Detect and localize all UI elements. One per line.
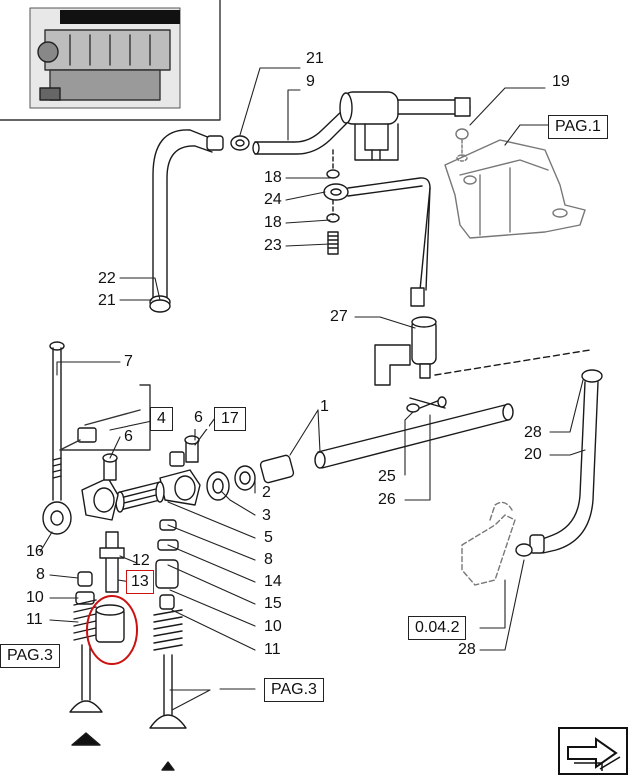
spring-centre [115,481,165,513]
part-label-21: 21 [306,50,324,67]
part-label-25: 25 [378,468,396,485]
ref-link-0042[interactable]: 0.04.2 [408,616,467,640]
leak-off-hose [149,129,250,313]
part-label-6: 6 [124,428,133,445]
overflow-hose [461,369,603,586]
part-label-11: 11 [26,611,43,628]
ref-link-pag3-left[interactable]: PAG.3 [0,644,60,668]
part-label-6: 6 [188,407,209,429]
part-label-21: 21 [98,292,116,309]
part-label-7: 7 [124,353,133,370]
part-label-16: 16 [26,543,44,560]
next-page-arrow-icon [567,737,621,771]
part-box-17: 17 [214,407,246,431]
part-label-18: 18 [264,214,282,231]
rocker-arm-right [159,435,201,506]
next-page-button[interactable] [558,727,628,775]
part-label-19: 19 [552,73,570,90]
part-label-2: 2 [262,484,271,501]
injector-unit [374,316,591,413]
part-label-26: 26 [378,491,396,508]
part-label-14: 14 [264,573,282,590]
part-label-11: 11 [264,641,281,658]
rocker-arm-left [77,427,119,521]
valve-train-left [69,571,103,746]
highlight-circle [86,595,138,665]
part-box-4: 4 [150,407,173,431]
part-label-5: 5 [264,529,273,546]
banjo-bolt-assembly [323,149,431,307]
part-label-28: 28 [524,424,542,441]
part-label-28: 28 [458,641,476,658]
push-rod [42,341,72,535]
leader-lines [39,67,586,711]
part-label-8: 8 [264,551,273,568]
part-label-15: 15 [264,595,282,612]
part-box-13: 13 [126,570,154,594]
return-pipe [252,91,471,161]
engine-thumbnail [0,0,221,121]
part-label-24: 24 [264,191,282,208]
bracket-outline [59,384,151,451]
tappet-rod [95,531,125,643]
part-label-9: 9 [306,73,315,90]
ref-link-pag3-right[interactable]: PAG.3 [264,678,324,702]
part-label-22: 22 [98,270,116,287]
part-label-20: 20 [524,446,542,463]
part-label-10: 10 [26,589,44,606]
part-label-23: 23 [264,237,282,254]
part-label-3: 3 [262,507,271,524]
part-label-8: 8 [36,566,45,583]
part-label-1: 1 [320,398,329,415]
part-label-27: 27 [330,308,348,325]
rocker-shaft [206,403,514,501]
part-label-18: 18 [264,169,282,186]
part-label-10: 10 [264,618,282,635]
ref-link-pag1[interactable]: PAG.1 [548,115,608,139]
part-label-12: 12 [132,552,150,569]
mounting-bracket [444,128,586,239]
valve-train-right [149,519,187,771]
